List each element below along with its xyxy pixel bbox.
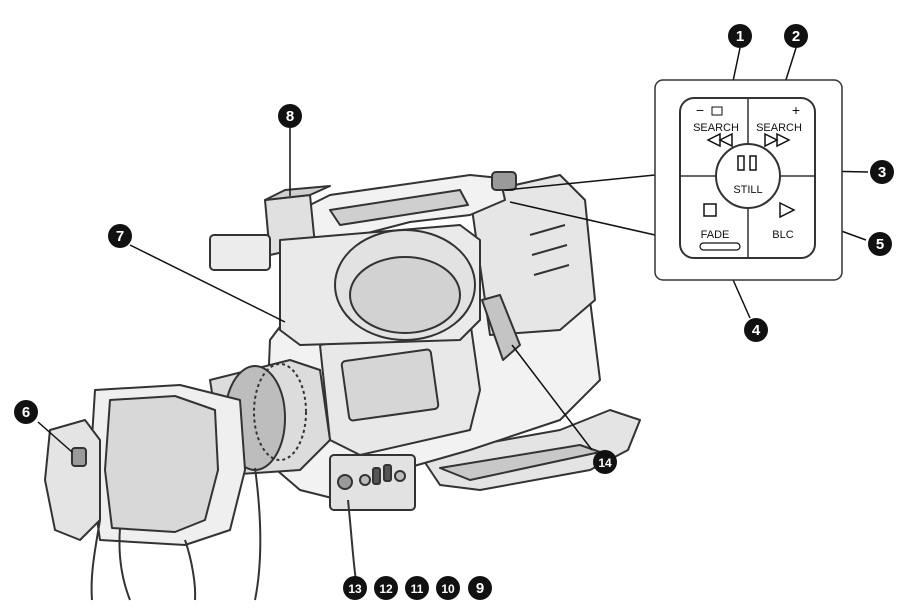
svg-text:6: 6 [22,404,30,421]
cable-5 [347,499,357,581]
rewind-icon [706,132,733,148]
front-grip [44,419,101,541]
side-button-13 [337,474,353,490]
handle-grip [329,189,469,226]
fade-button [699,242,741,251]
side-button-12 [359,474,371,486]
svg-text:13: 13 [348,582,362,596]
leader-7 [129,244,286,323]
cable-3 [184,539,197,601]
svg-text:9: 9 [476,580,484,597]
cable-1 [90,519,101,601]
svg-text:2: 2 [792,28,800,45]
marker-9: 9 [468,576,492,600]
marker-1: 1 [728,24,752,48]
markers: 1 2 3 4 5 6 7 8 [14,24,894,600]
marker-5: 5 [868,232,892,256]
fade-label: FADE [701,229,730,241]
svg-text:1: 1 [736,28,744,45]
marker-2: 2 [784,24,808,48]
marker-14: 14 [593,450,617,474]
search-right-label: SEARCH [756,122,802,134]
zoom-ring [253,363,307,461]
svg-text:14: 14 [598,456,612,470]
marker-3: 3 [870,160,894,184]
side-button-9 [394,470,406,482]
control-panel-inset: STILL − SEARCH + SEARCH FADE BLC [654,79,843,281]
cable-4 [254,467,262,601]
svg-text:4: 4 [752,322,761,339]
svg-text:12: 12 [379,582,393,596]
blc-label: BLC [772,229,793,241]
mic-clip [209,234,271,271]
minus-sign: − [696,102,704,118]
camcorder-illustration [44,171,641,601]
marker-13: 13 [343,576,367,600]
fast-forward-icon [764,132,791,148]
viewfinder-eyecup-inner [349,256,461,334]
marker-7: 7 [108,224,132,248]
svg-text:11: 11 [411,582,424,596]
zoom-line-bottom [509,201,656,236]
pause-icon-bar-2 [749,155,757,171]
marker-12: 12 [374,576,398,600]
handle-knob [491,171,517,191]
zoom-line-top [504,174,656,191]
stop-icon [703,203,717,217]
marker-8: 8 [278,104,302,128]
mic-holder-top [264,185,331,201]
marker-4: 4 [744,318,768,342]
lcd-door [340,348,440,422]
svg-text:8: 8 [286,108,294,125]
leader-14 [511,344,593,451]
svg-text:10: 10 [441,582,455,596]
marker-11: 11 [405,576,429,600]
cable-2 [118,527,131,601]
side-switch-11 [372,467,381,485]
plus-sign: + [792,102,800,118]
grip-switch [71,447,87,467]
rear-vent-2 [531,244,568,256]
index-icon [711,106,723,116]
svg-text:7: 7 [116,228,124,245]
marker-10: 10 [436,576,460,600]
marker-6: 6 [14,400,38,424]
lens-hood-inner [104,395,219,533]
rear-vent-3 [533,264,570,276]
svg-text:5: 5 [876,236,884,253]
rear-vent-1 [529,224,566,236]
leader-6 [37,421,73,453]
play-icon [779,201,796,219]
still-button [715,143,781,209]
microphone [481,294,521,361]
pause-icon-bar-1 [737,155,745,171]
side-switch-10 [383,464,392,482]
search-left-label: SEARCH [693,122,739,134]
still-label: STILL [733,184,762,196]
svg-text:3: 3 [878,164,886,181]
